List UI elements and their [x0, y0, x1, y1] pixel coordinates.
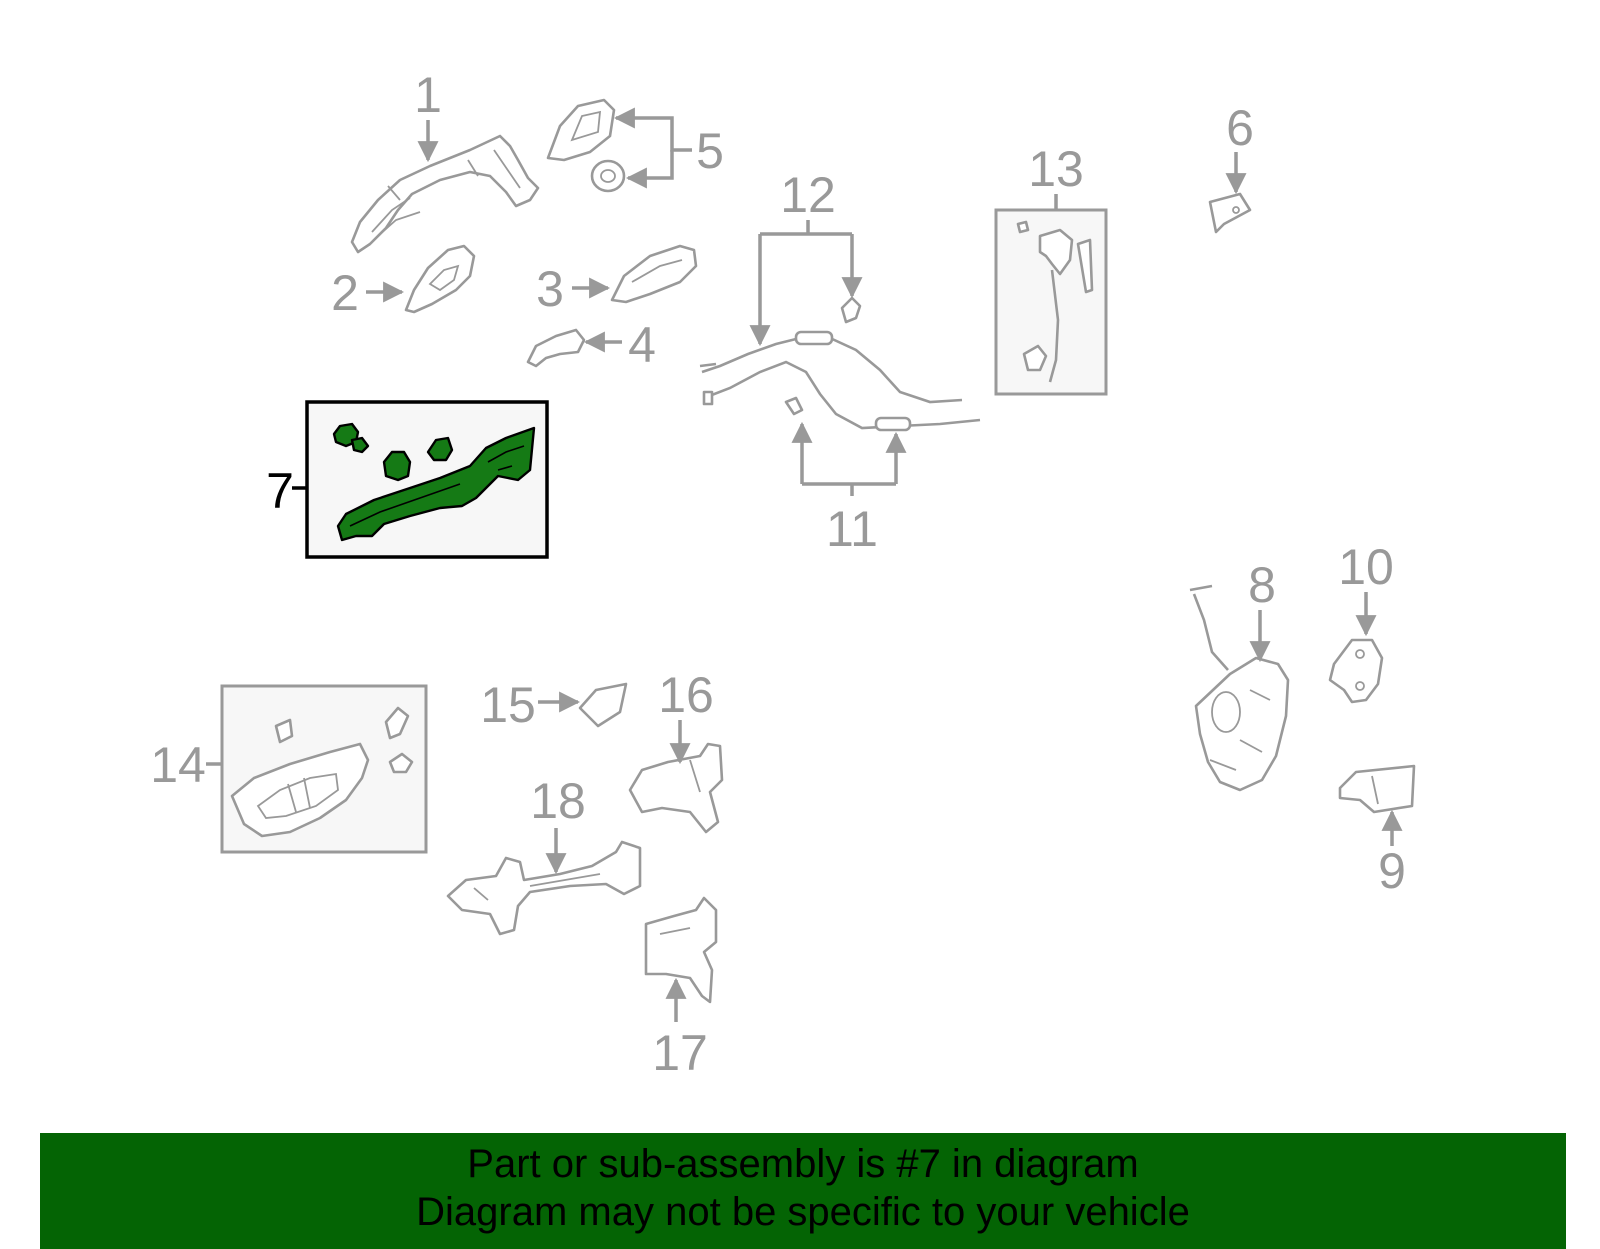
- part-12-cable[interactable]: [699, 296, 963, 404]
- part-11-cable[interactable]: [702, 360, 981, 432]
- svg-text:11: 11: [826, 501, 878, 557]
- part-16-bracket[interactable]: [628, 742, 724, 834]
- part-9-actuator[interactable]: [1338, 764, 1416, 814]
- part-14-handle-housing-box[interactable]: [220, 684, 428, 854]
- callout-5: 5: [613, 107, 724, 189]
- svg-text:17: 17: [652, 1025, 708, 1081]
- callout-13: 13: [1028, 141, 1084, 210]
- part-18-door-checker[interactable]: [446, 840, 642, 936]
- part-7-box[interactable]: [305, 400, 549, 559]
- callout-4: 4: [583, 317, 656, 373]
- part-8-latch-actuator[interactable]: [1189, 584, 1290, 792]
- svg-text:5: 5: [696, 123, 724, 179]
- svg-text:2: 2: [331, 265, 359, 321]
- callout-8: 8: [1248, 557, 1276, 663]
- svg-text:10: 10: [1338, 539, 1394, 595]
- banner-line-part-number: Part or sub-assembly is #7 in diagram: [467, 1142, 1139, 1186]
- svg-text:15: 15: [480, 677, 536, 733]
- callout-14: 14: [150, 737, 222, 793]
- part-13-lock-cylinder-box[interactable]: [994, 208, 1108, 396]
- callout-6: 6: [1225, 100, 1254, 195]
- svg-text:3: 3: [536, 261, 564, 317]
- svg-text:6: 6: [1226, 100, 1254, 156]
- callout-1: 1: [414, 67, 442, 163]
- callout-7: 7: [266, 463, 307, 519]
- svg-text:16: 16: [658, 667, 714, 723]
- part-10-striker[interactable]: [1328, 638, 1384, 704]
- part-17-bracket[interactable]: [644, 896, 718, 1004]
- callout-10: 10: [1338, 539, 1394, 637]
- banner-line-disclaimer: Diagram may not be specific to your vehi…: [416, 1190, 1190, 1234]
- part-4-bracket[interactable]: [526, 328, 586, 368]
- callout-17: 17: [652, 977, 708, 1081]
- svg-text:1: 1: [414, 67, 442, 123]
- part-15-pad[interactable]: [578, 682, 628, 728]
- callout-15: 15: [480, 677, 581, 733]
- callout-2: 2: [331, 265, 405, 321]
- part-1-outer-handle[interactable]: [350, 134, 540, 254]
- callout-3: 3: [536, 261, 611, 317]
- info-banner: Part or sub-assembly is #7 in diagram Di…: [40, 1133, 1566, 1249]
- svg-text:18: 18: [530, 773, 586, 829]
- callout-12: 12: [749, 167, 863, 347]
- callout-9: 9: [1378, 809, 1406, 899]
- callout-11: 11: [791, 421, 907, 557]
- svg-text:9: 9: [1378, 843, 1406, 899]
- part-5-cap-and-grommet[interactable]: [546, 98, 626, 193]
- part-3-handle-cover[interactable]: [610, 244, 698, 304]
- part-2-handle-cover[interactable]: [404, 244, 476, 314]
- callout-18: 18: [530, 773, 586, 875]
- callout-16: 16: [658, 667, 714, 765]
- svg-text:14: 14: [150, 737, 206, 793]
- part-6-clip[interactable]: [1208, 192, 1252, 234]
- svg-text:13: 13: [1028, 141, 1084, 197]
- svg-text:8: 8: [1248, 557, 1276, 613]
- svg-text:12: 12: [780, 167, 836, 223]
- svg-text:4: 4: [628, 317, 656, 373]
- svg-text:7: 7: [266, 463, 294, 519]
